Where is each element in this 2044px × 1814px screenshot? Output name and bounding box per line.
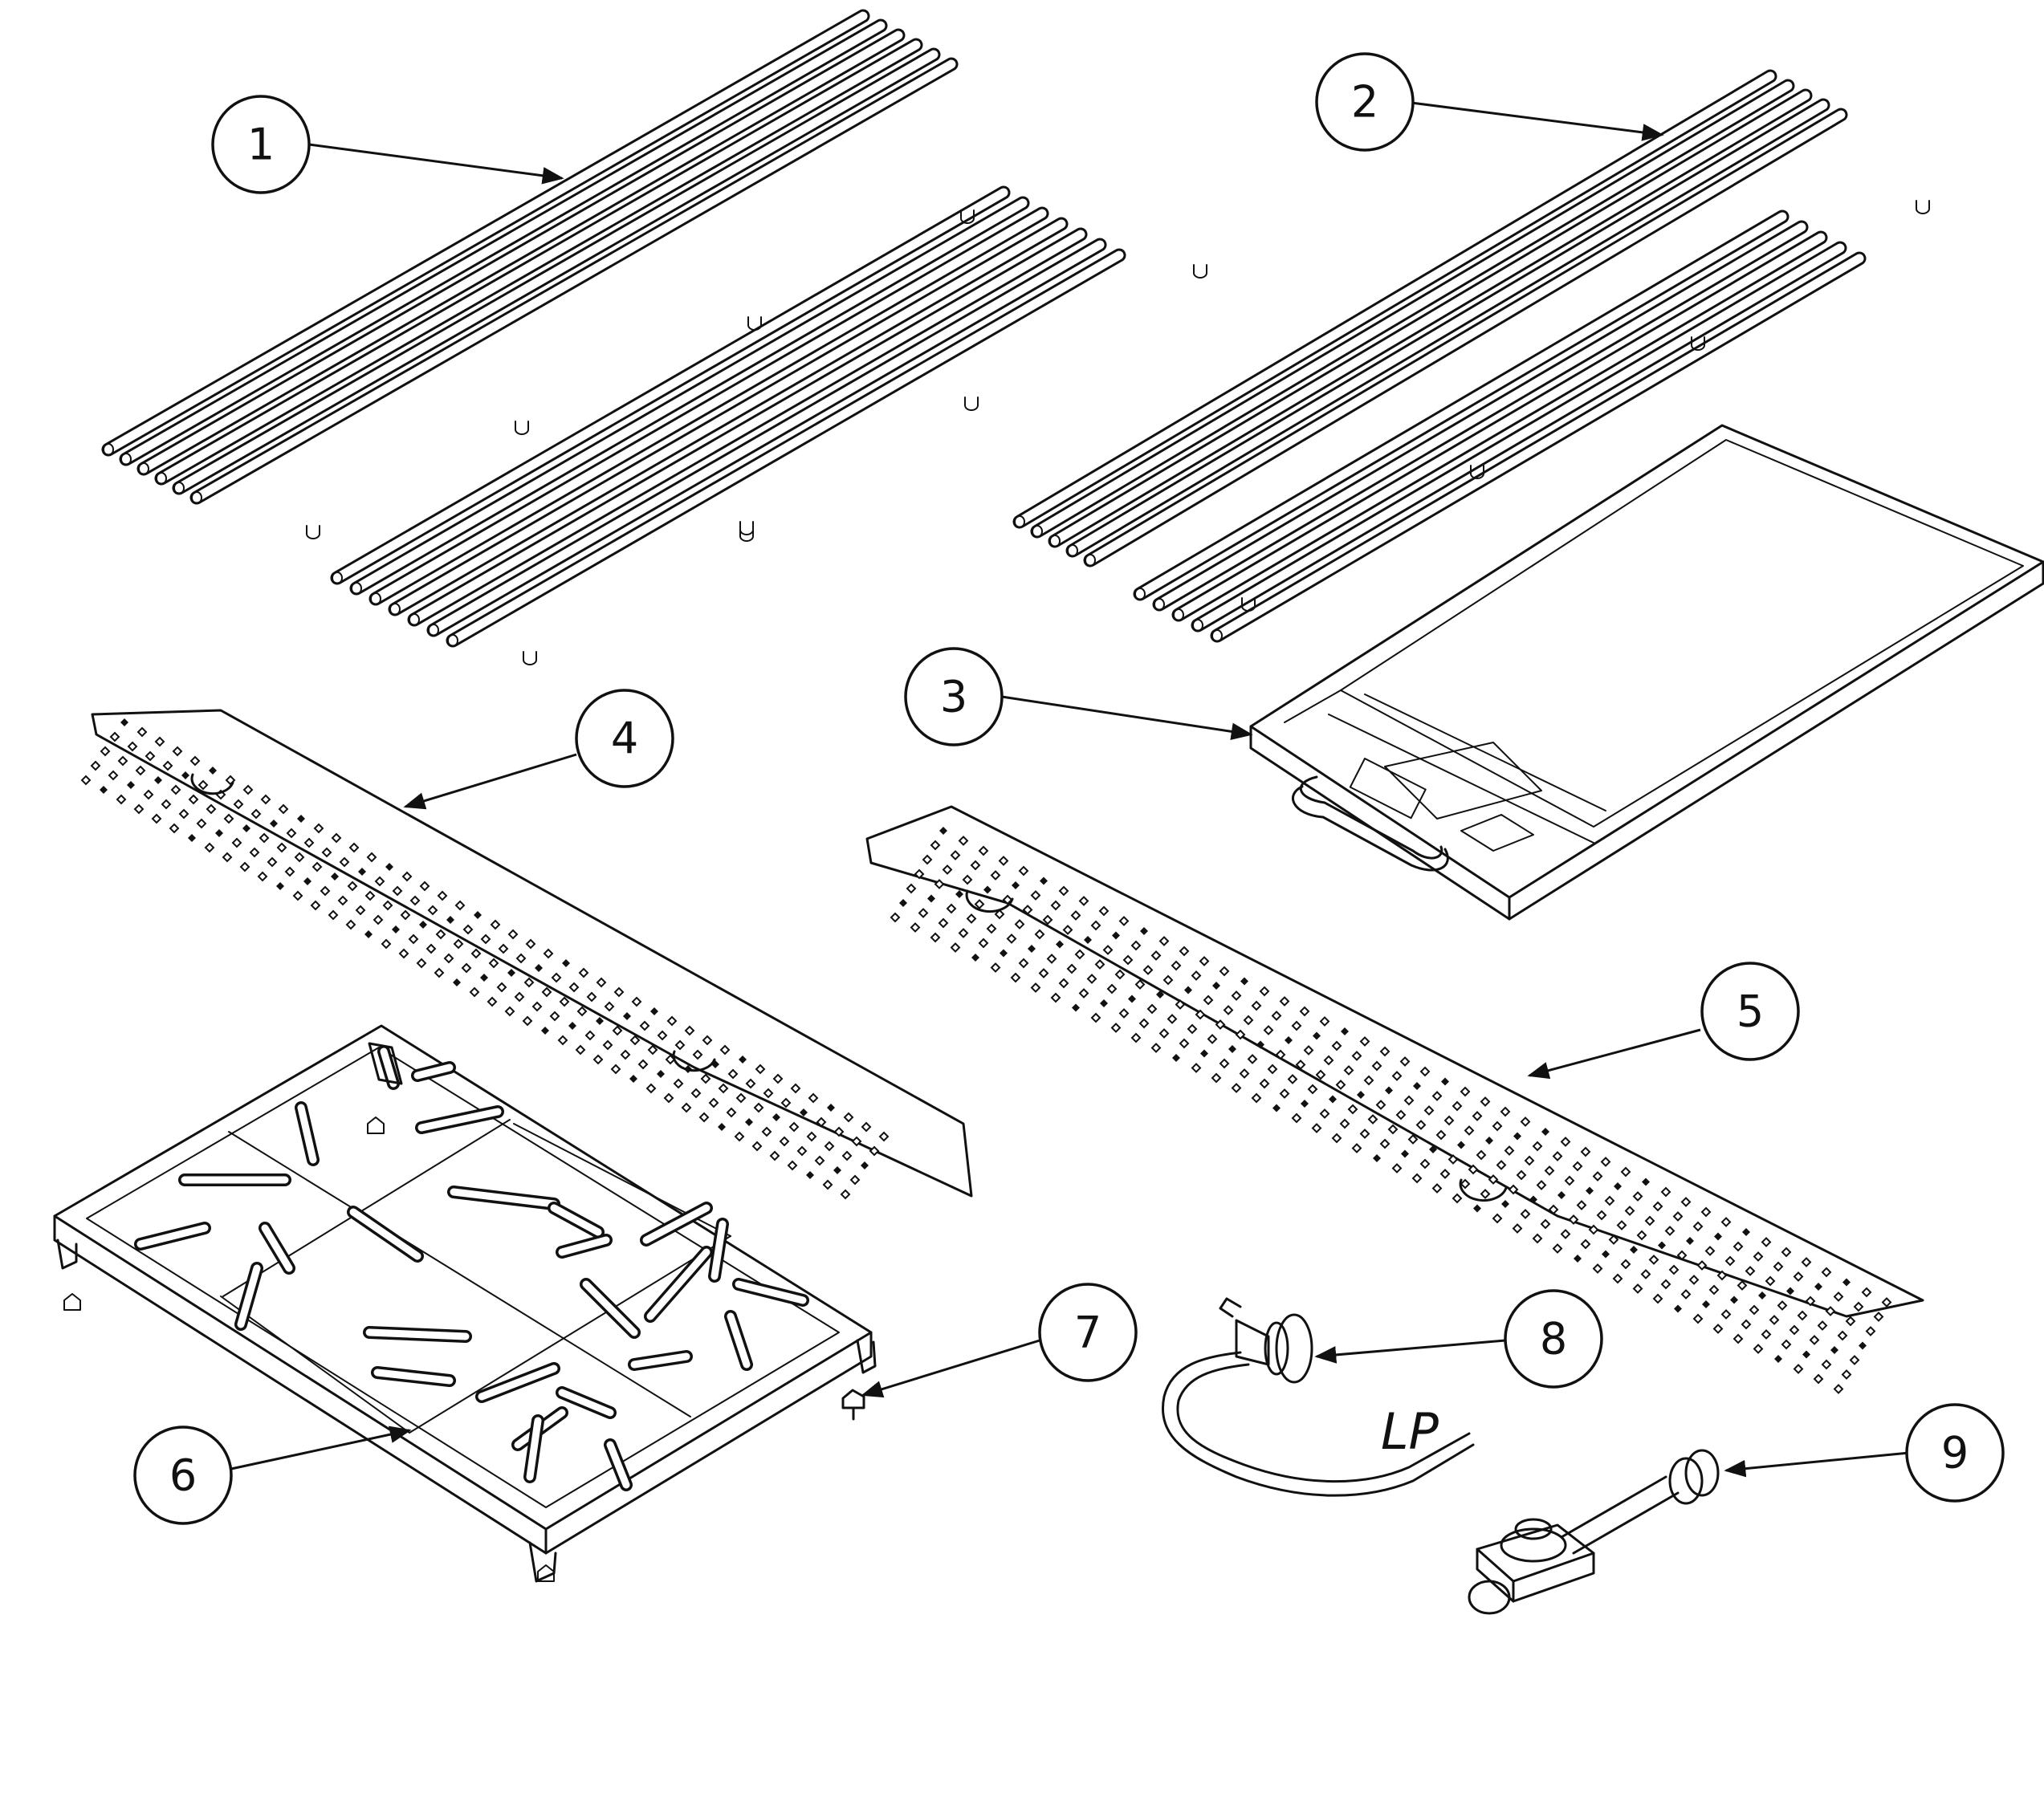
callout-8: 8: [1504, 1289, 1603, 1389]
callout-9: 9: [1905, 1403, 2005, 1503]
part-3-griddle-pan: [1249, 424, 2044, 921]
part-9-regulator-fitting: [1468, 1449, 1720, 1615]
svg-text:7: 7: [1074, 1308, 1101, 1358]
callout-3: 3: [904, 647, 1004, 746]
svg-text:9: 9: [1941, 1428, 1969, 1478]
svg-text:5: 5: [1737, 986, 1764, 1037]
svg-text:6: 6: [169, 1450, 197, 1501]
part-5-heat-shield-right: [865, 805, 1924, 1394]
part-7-bolt: [841, 1389, 865, 1421]
callout-1: 1: [211, 95, 311, 194]
callout-7: 7: [1038, 1283, 1138, 1382]
callout-6: 6: [133, 1426, 233, 1525]
leader-lines: [230, 101, 1910, 1478]
callout-bubbles: 1 2 3 4 5 6 7 8 9: [133, 52, 2005, 1525]
svg-text:2: 2: [1351, 77, 1378, 128]
callout-2: 2: [1315, 52, 1415, 152]
part-6-burner-grate: [53, 1024, 877, 1583]
part-8-lp-regulator-hose: [1162, 1297, 1475, 1497]
callout-4: 4: [575, 689, 674, 788]
callout-5: 5: [1700, 962, 1800, 1061]
svg-text:4: 4: [611, 714, 638, 764]
part-4-heat-shield-left: [80, 709, 973, 1200]
part-1-cooking-grate-large: [101, 9, 1207, 665]
svg-text:3: 3: [940, 672, 967, 722]
svg-text:1: 1: [247, 120, 275, 170]
part-2-cooking-grate-small: [1012, 69, 1930, 643]
svg-text:8: 8: [1540, 1314, 1567, 1365]
lp-label: LP: [1381, 1402, 1439, 1461]
